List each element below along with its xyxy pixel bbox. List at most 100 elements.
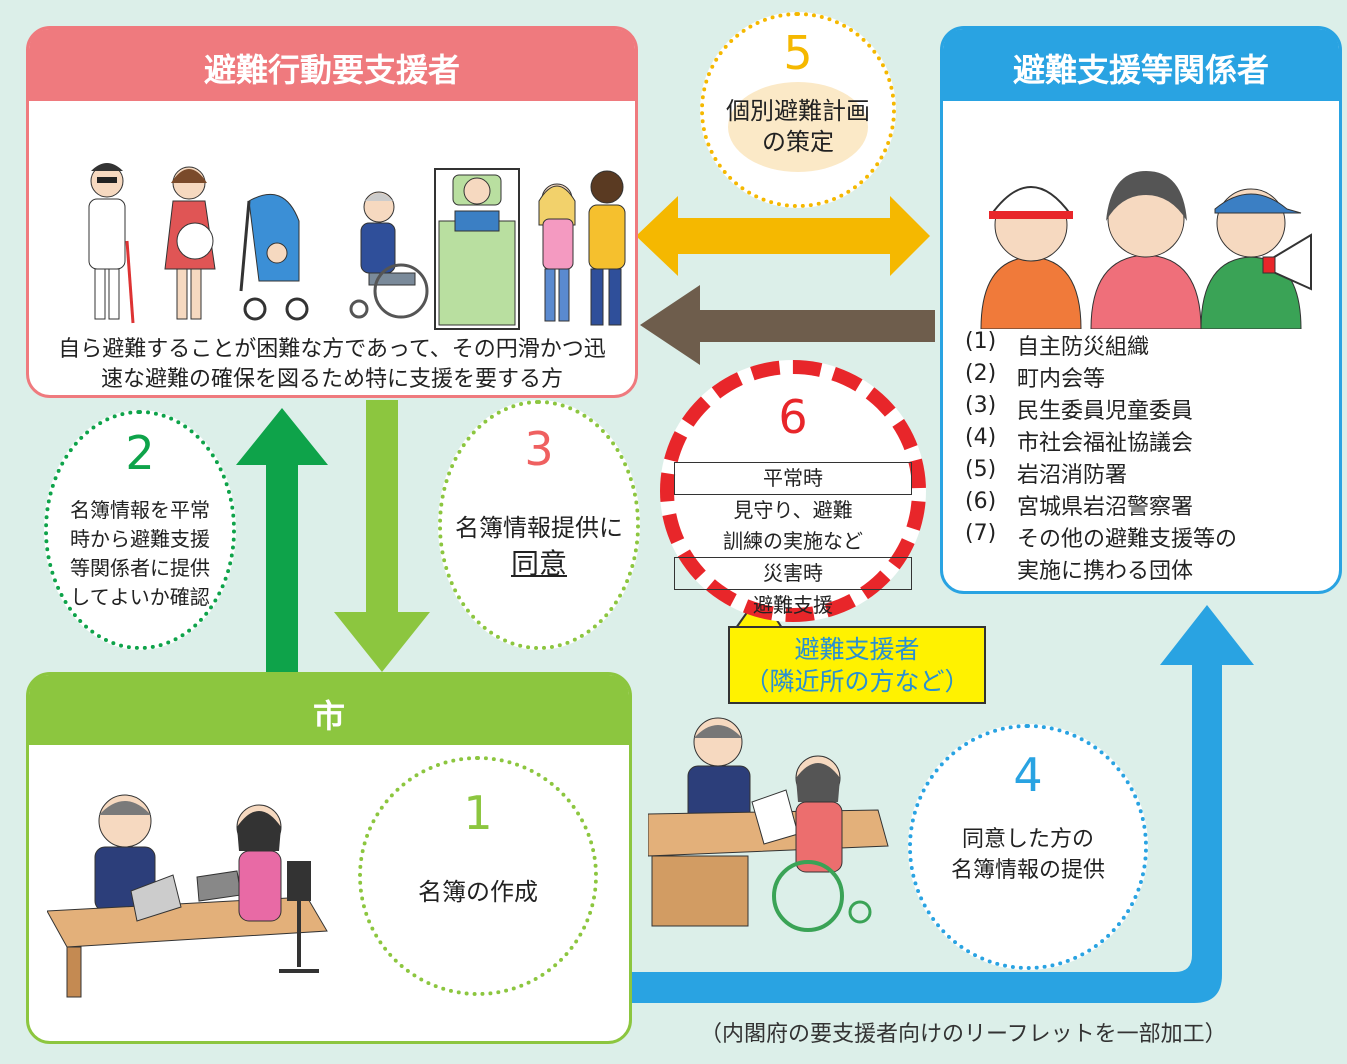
step-6-normal-time-label: 平常時 [674,462,912,495]
step-6-line-3: 災害時避難支援 [674,557,912,621]
step-6-number: 6 [778,390,808,444]
description-line-2: 速な避難の確保を図るため特に支援を要する方 [100,367,563,392]
support-list-item: (2) 町内会等 [965,361,1345,394]
person-pregnant-icon [164,166,216,320]
foreign-woman-icon [538,183,576,322]
step-3-number: 3 [524,422,554,476]
city-panel-header: 市 [29,675,629,745]
laptop-icon [130,870,242,922]
city-to-person-arrow [236,408,328,680]
step-4-line-2: 名簿情報の提供 [950,858,1105,883]
step-5-text: 個別避難計画 の策定 [704,96,892,158]
step-6-line-1: 平常時見守り、避難 [674,462,912,526]
person-to-city-arrow [334,400,430,672]
staff-man-icon [687,717,751,827]
support-list-item-text: その他の避難支援等の [1017,527,1238,552]
support-list-item: (6) 宮城県岩沼警察署 [965,489,1345,522]
step-4-number: 4 [1013,748,1043,802]
step-5-line-2: の策定 [762,128,834,156]
step-3-text: 名簿情報提供に 同意 [442,510,636,582]
support-list-item: (5) 岩沼消防署 [965,457,1345,490]
helper-callout: 避難支援者 （隣近所の方など） [728,626,986,704]
support-panel-title: 避難支援等関係者 [1012,51,1269,89]
step-1-circle: 1 名簿の作成 [358,756,598,996]
support-list-item-num: (6) [965,489,997,514]
wheelchair-elder-icon [349,191,429,319]
support-list-item: (1) 自主防災組織 [965,329,1345,362]
step-2-line-4: してよいか確認 [70,585,210,609]
helper-callout-line-1: 避難支援者 [794,635,920,664]
step-4-line-1: 同意した方の [961,827,1094,852]
step-6-line-1-rest: 見守り、避難 [733,498,853,522]
firefighter-icon [980,186,1082,329]
city-panel-title: 市 [312,697,345,735]
support-list: (1) 自主防災組織 (2) 町内会等 (3) 民生委員児童委員 (4) 市社会福祉協議… [965,329,1345,593]
support-staff-illustration [980,171,1312,329]
foreign-man-icon [588,170,626,326]
support-to-person-arrow [640,285,935,365]
step-1-number: 1 [463,786,493,840]
description-line-1: 自ら避難することが困難な方であって、その円滑かつ迅 [58,337,606,362]
helper-callout-line-2: （隣近所の方など） [744,667,970,696]
step-2-line-2: 時から避難支援 [70,527,210,551]
city-office-illustration [47,794,328,998]
desk-icon [47,896,328,998]
person-panel-description: 自ら避難することが困難な方であって、その円滑かつ迅 速な避難の確保を図るため特に… [29,335,635,395]
step-6-disaster-time-label: 災害時 [674,557,912,590]
support-list-item: (3) 民生委員児童委員 [965,393,1345,426]
person-panel-header: 避難行動要支援者 [29,29,635,101]
step-5-number: 5 [783,26,813,80]
step-6-line-2: 訓練の実施など [723,529,863,553]
wheelchair-woman-icon [772,755,872,932]
step-3-circle: 3 名簿情報提供に 同意 [438,400,640,650]
step-5-line-1: 個別避難計画 [726,97,870,125]
support-list-item-text: 町内会等 [1017,367,1106,392]
support-list-item: (4) 市社会福祉協議会 [965,425,1345,458]
support-list-item-text: 岩沼消防署 [1017,463,1128,488]
support-list-item: 実施に携わる団体 [965,553,1345,586]
support-list-item-num: (5) [965,457,997,482]
step-6-line-3-rest: 避難支援 [753,593,833,617]
citizen-woman-icon [236,804,319,973]
step-5-circle: 5 個別避難計画 の策定 [700,12,896,208]
support-list-item: (7) その他の避難支援等の [965,521,1345,554]
officer-megaphone-icon [1200,188,1312,329]
bedridden-person-icon [434,168,520,330]
step-1-text: 名簿の作成 [418,878,538,906]
support-list-item-num: (4) [965,425,997,450]
community-woman-icon [1090,171,1202,329]
step-2-line-3: 等関係者に提供 [70,556,210,580]
person-panel-title: 避難行動要支援者 [203,51,460,89]
step-4-text: 同意した方の 名簿情報の提供 [912,824,1144,886]
step-4-circle: 4 同意した方の 名簿情報の提供 [908,724,1148,970]
support-list-item-num: (3) [965,393,997,418]
person-illustration [88,163,626,330]
support-list-item-text: 市社会福祉協議会 [1017,431,1194,456]
support-list-item-num: (2) [965,361,997,386]
step-2-circle: 2 名簿情報を平常 時から避難支援 等関係者に提供 してよいか確認 [44,410,236,650]
support-list-item-num: (1) [965,329,997,354]
step-2-line-1: 名簿情報を平常 [70,498,210,522]
exchange-double-arrow [636,196,930,276]
support-list-item-text: 実施に携わる団体 [1017,559,1194,584]
stroller-icon [239,193,309,321]
footnote: （内閣府の要支援者向けのリーフレットを一部加工） [700,1022,1227,1047]
person-blind-icon [88,163,135,324]
support-list-item-text: 自主防災組織 [1017,335,1150,360]
step-2-text: 名簿情報を平常 時から避難支援 等関係者に提供 してよいか確認 [48,496,232,612]
step-5-highlight [728,82,868,172]
support-list-item-text: 民生委員児童委員 [1017,399,1194,424]
step-3-line-2: 同意 [510,547,567,580]
support-panel: 避難支援等関係者 (1) 自主防災組織 [940,26,1342,594]
city-to-support-arrow [630,605,1254,1003]
support-list-item-num: (7) [965,521,997,546]
step-2-number: 2 [125,426,155,480]
consultation-illustration [648,717,889,932]
person-panel: 避難行動要支援者 [26,26,638,398]
step-3-line-1: 名簿情報提供に [455,514,623,542]
support-list-item-text: 宮城県岩沼警察署 [1017,495,1194,520]
support-panel-header: 避難支援等関係者 [943,29,1339,101]
